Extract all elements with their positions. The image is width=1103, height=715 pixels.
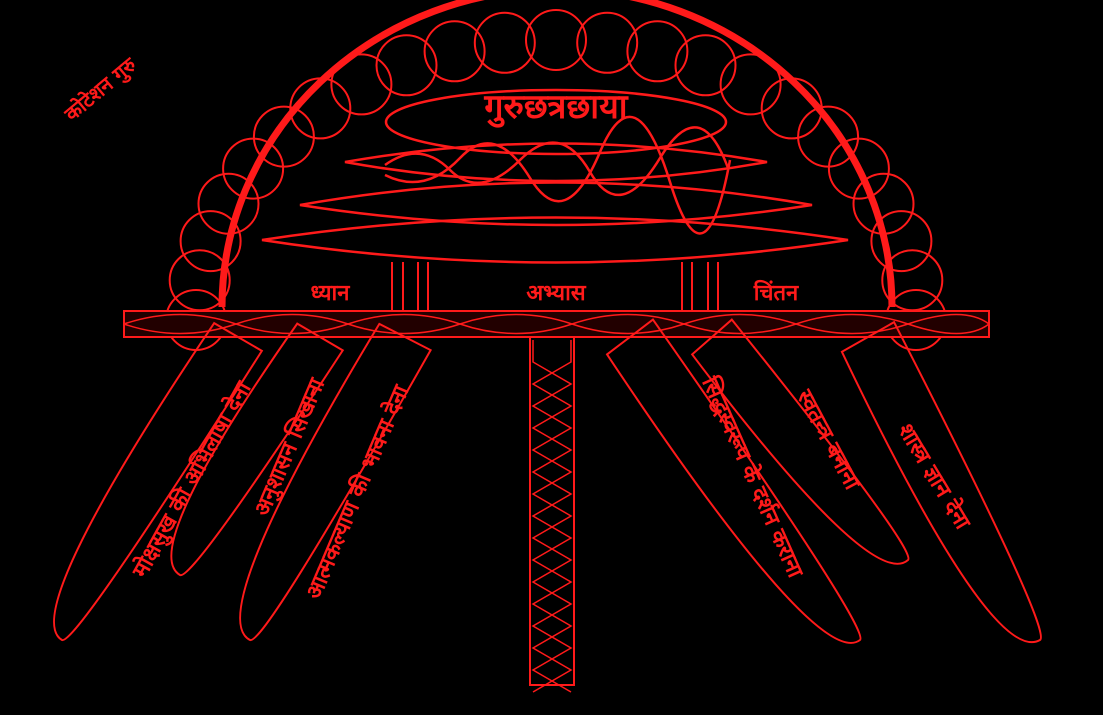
center-pole-pattern [533, 340, 571, 692]
pillar-label-center: अभ्यास [526, 281, 586, 306]
blade-label-1: मोक्षसुख की अभिलाषा देना [126, 376, 258, 584]
dome-title: गुरुछत्रछाया [483, 87, 628, 128]
center-pole [530, 337, 574, 685]
corner-label: कोटेशन गुरु [59, 52, 142, 127]
dome-band-2 [345, 144, 767, 182]
blade-label-2: अनुशासन सिखाना [248, 373, 332, 520]
dome-scallop [762, 78, 822, 138]
blade-label-4: सिद्धस्वरूप के दर्शन कराना [696, 372, 810, 583]
umbrella-blade-4 [607, 320, 861, 643]
dome-wave-pattern [385, 127, 728, 195]
umbrella-blade-1 [54, 323, 262, 640]
blade-label-5: स्वतन्त्र बनाना [791, 385, 865, 495]
pillar-label-right: चिंतन [753, 279, 799, 306]
pillar-label-left: ध्यान [311, 281, 351, 306]
